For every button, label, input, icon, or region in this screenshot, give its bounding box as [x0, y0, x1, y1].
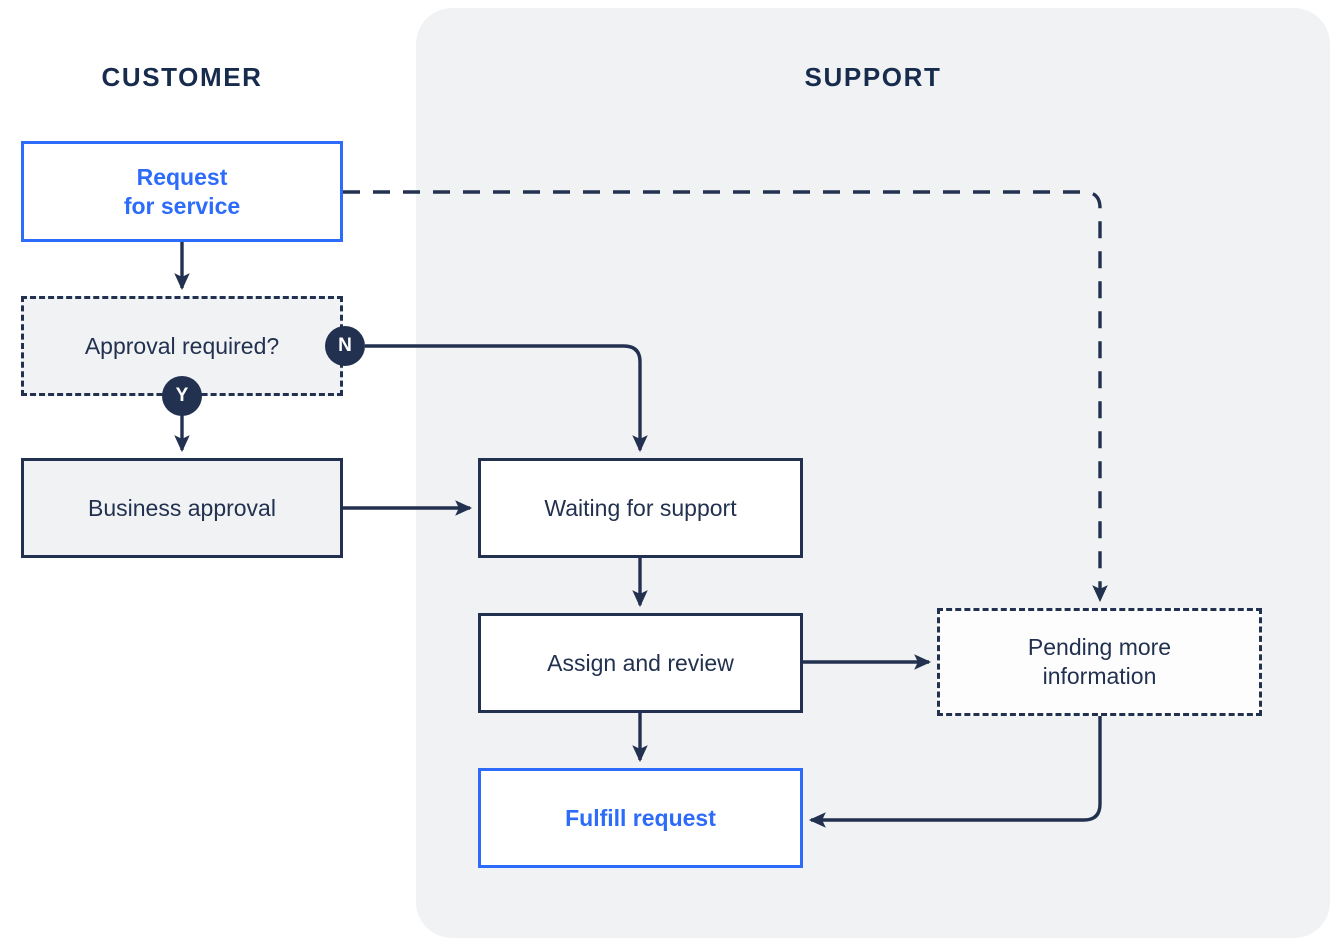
decision-badge-yes[interactable]: Y — [162, 376, 202, 416]
node-pending-more-information-label: Pending more information — [1028, 633, 1171, 690]
node-business-approval-label: Business approval — [88, 494, 276, 521]
lane-title-support: SUPPORT — [804, 62, 942, 92]
node-fulfill-request[interactable]: Fulfill request — [478, 768, 803, 868]
node-request-line-2: for service — [123, 192, 241, 219]
node-request-line-1: Request — [136, 163, 228, 190]
node-pending-more-information[interactable]: Pending more information — [937, 608, 1262, 716]
lane-title-customer: CUSTOMER — [101, 62, 263, 92]
node-approval-required-label: Approval required? — [84, 332, 280, 359]
node-pending-line-1: Pending more — [1027, 634, 1172, 661]
node-waiting-for-support-label: Waiting for support — [544, 494, 737, 521]
node-request-for-service[interactable]: Request for service — [21, 141, 343, 242]
node-request-for-service-label: Request for service — [124, 163, 240, 220]
node-assign-and-review-label: Assign and review — [547, 649, 734, 676]
node-business-approval[interactable]: Business approval — [21, 458, 343, 558]
node-pending-line-2: information — [1042, 663, 1157, 689]
node-waiting-for-support[interactable]: Waiting for support — [478, 458, 803, 558]
decision-badge-no[interactable]: N — [325, 326, 365, 366]
node-fulfill-request-label: Fulfill request — [565, 804, 716, 831]
node-assign-and-review[interactable]: Assign and review — [478, 613, 803, 713]
